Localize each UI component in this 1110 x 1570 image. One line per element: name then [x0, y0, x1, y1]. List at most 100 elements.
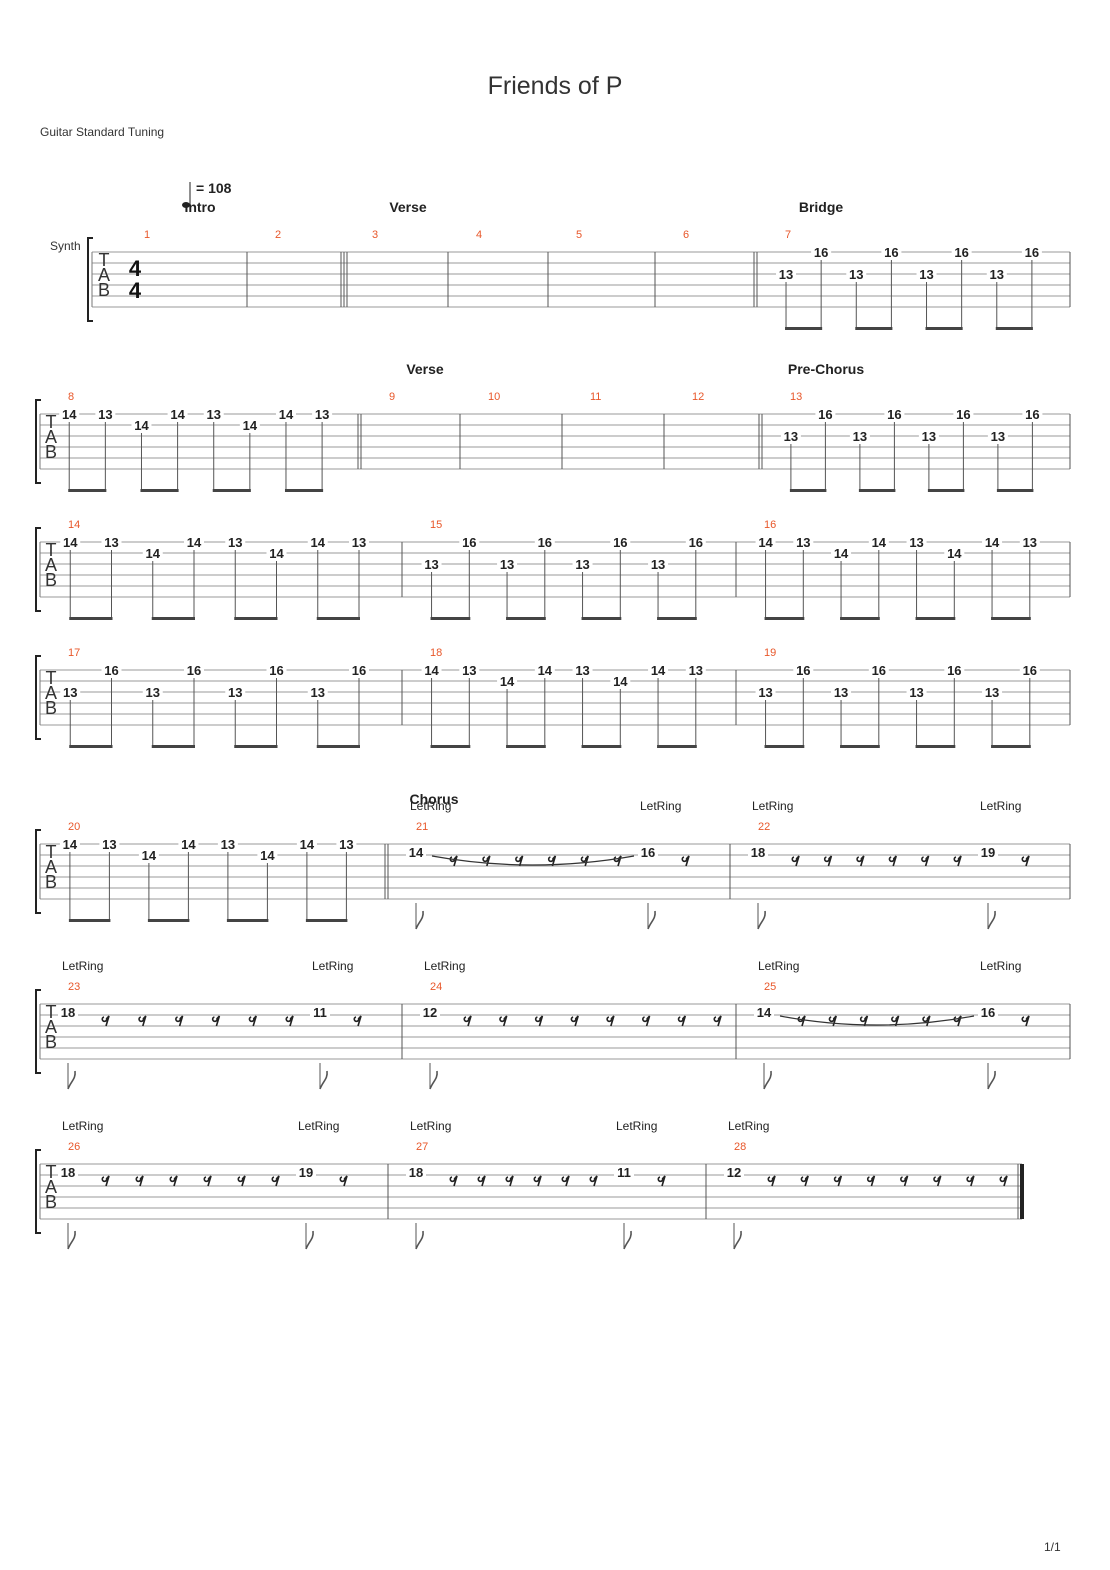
beam — [226, 919, 269, 922]
beam — [996, 489, 1034, 492]
tab-clef-letter: T — [46, 540, 57, 560]
eighth-rest — [797, 1015, 806, 1027]
fret-background — [497, 674, 518, 687]
beam — [316, 617, 360, 620]
fret-number: 14 — [613, 674, 628, 689]
fret-background — [406, 845, 426, 858]
eighth-rest — [570, 1015, 579, 1027]
note-flag — [415, 910, 424, 930]
beam — [840, 745, 880, 748]
fret-number: 13 — [102, 837, 116, 852]
beam — [68, 919, 111, 922]
eighth-rest — [833, 1175, 843, 1187]
eighth-rest — [891, 1015, 900, 1027]
note-flag — [647, 910, 656, 930]
fret-number: 18 — [61, 1165, 75, 1180]
fret-number: 13 — [63, 685, 77, 700]
tab-clef-letter: B — [45, 698, 57, 718]
fret-background — [849, 429, 870, 442]
let-ring-label: LetRing — [616, 1119, 657, 1133]
let-ring-label: LetRing — [980, 959, 1021, 973]
fret-background — [724, 1165, 744, 1178]
fret-background — [406, 1165, 426, 1178]
tab-clef-letter: B — [45, 1192, 57, 1212]
beam — [657, 617, 697, 620]
note-flag — [733, 1230, 742, 1250]
let-ring-label: LetRing — [298, 1119, 339, 1133]
note-flag — [429, 1070, 438, 1090]
tab-clef-letter: B — [45, 872, 57, 892]
fret-number: 16 — [887, 407, 901, 422]
let-ring-label: LetRing — [752, 799, 793, 813]
eighth-rest — [713, 1015, 722, 1027]
fret-number: 14 — [142, 848, 157, 863]
let-ring-label: LetRing — [312, 959, 353, 973]
fret-number: 13 — [462, 663, 476, 678]
beam — [305, 919, 348, 922]
fret-number: 16 — [954, 245, 968, 260]
fret-number: 13 — [651, 557, 665, 572]
measure-number: 7 — [785, 229, 791, 241]
fret-background — [982, 535, 1003, 548]
fret-background — [614, 1165, 634, 1178]
eighth-rest — [271, 1175, 280, 1187]
fret-background — [310, 1005, 330, 1018]
fret-number: 14 — [170, 407, 185, 422]
fret-background — [986, 267, 1007, 280]
fret-background — [793, 663, 814, 676]
time-signature-top: 4 — [129, 256, 142, 281]
eighth-rest — [823, 855, 833, 867]
fret-background — [918, 429, 939, 442]
fret-background — [138, 848, 159, 861]
section-label: Verse — [406, 361, 444, 377]
measure-number: 17 — [68, 647, 80, 659]
fret-number: 14 — [146, 546, 161, 561]
section-label: Verse — [389, 199, 427, 215]
fret-background — [184, 535, 204, 548]
eighth-rest — [580, 855, 589, 867]
tie-arc — [431, 855, 635, 866]
fret-number: 14 — [834, 546, 849, 561]
note-flag — [757, 910, 766, 930]
eighth-rest — [237, 1175, 246, 1187]
fret-background — [906, 535, 927, 548]
tab-clef-letter: T — [46, 842, 57, 862]
fret-number: 13 — [311, 685, 325, 700]
fret-background — [257, 848, 278, 861]
fret-background — [916, 267, 937, 280]
fret-background — [793, 535, 814, 548]
tab-clef-letter: A — [45, 857, 57, 877]
measure-number: 9 — [389, 391, 395, 403]
measure-number: 28 — [734, 1141, 746, 1153]
fret-background — [1021, 245, 1042, 258]
fret-background — [296, 1165, 316, 1178]
fret-number: 12 — [727, 1165, 741, 1180]
system-bracket — [35, 1149, 41, 1234]
beam — [316, 745, 360, 748]
beam — [927, 489, 965, 492]
fret-number: 14 — [311, 535, 326, 550]
fret-background — [951, 245, 972, 258]
tab-clef-letter: B — [45, 570, 57, 590]
system-bracket — [35, 829, 41, 914]
tempo-note-head — [182, 202, 190, 208]
fret-number: 13 — [849, 267, 863, 282]
eighth-rest — [138, 1015, 147, 1027]
eighth-rest — [953, 855, 962, 867]
measure-number: 25 — [764, 981, 776, 993]
tempo-marking: = 108 — [196, 180, 232, 196]
beam — [151, 745, 195, 748]
fret-number: 13 — [575, 663, 589, 678]
beam — [69, 617, 113, 620]
eighth-rest — [499, 1015, 508, 1027]
tab-clef-letter: B — [45, 442, 57, 462]
eighth-rest — [859, 1015, 869, 1027]
measure-number: 3 — [372, 229, 378, 241]
fret-background — [349, 535, 369, 548]
fret-number: 13 — [500, 557, 514, 572]
fret-number: 13 — [796, 535, 810, 550]
fret-background — [648, 557, 669, 570]
fret-background — [944, 546, 965, 559]
beam — [140, 489, 179, 492]
section-label: Intro — [184, 199, 215, 215]
